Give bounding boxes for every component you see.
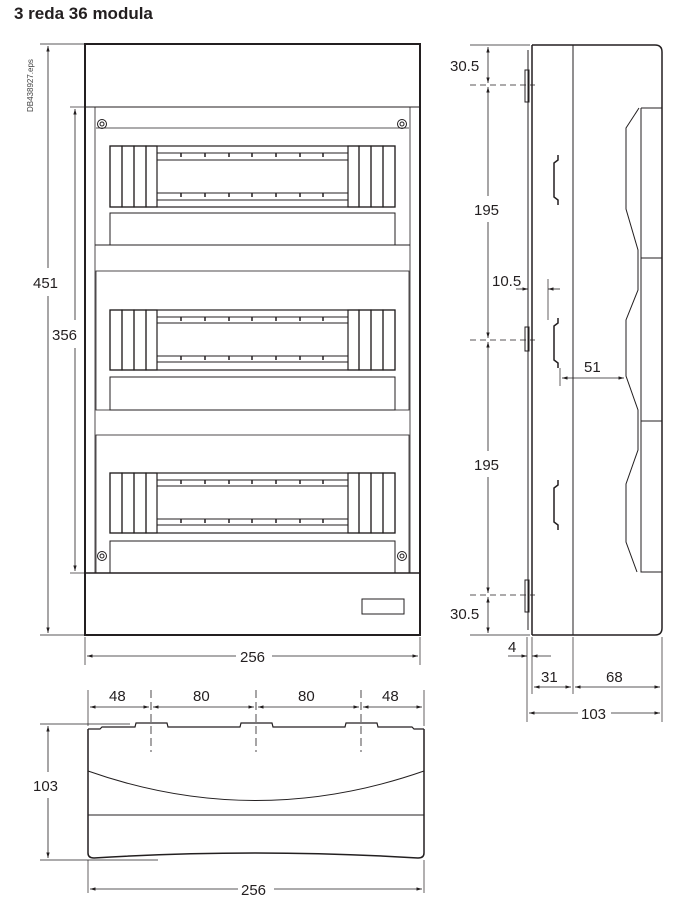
screw-icon xyxy=(97,551,107,561)
din-rail xyxy=(553,318,559,368)
dim-segment-1: 48 xyxy=(109,688,126,705)
dim-inner-height: 356 xyxy=(52,327,77,344)
dim-segment-4: 48 xyxy=(382,688,399,705)
dim-front-depth: 68 xyxy=(606,669,623,686)
dim-back-depth: 31 xyxy=(541,669,558,686)
din-rail xyxy=(553,155,559,205)
module-row xyxy=(109,472,396,574)
dim-rail-spacing-top: 195 xyxy=(474,202,499,219)
dim-rail-depth: 51 xyxy=(584,359,601,376)
front-view xyxy=(40,43,421,665)
screw-icon xyxy=(397,119,407,129)
dim-top-width: 256 xyxy=(241,882,266,899)
dim-top-depth: 103 xyxy=(33,778,58,795)
dim-front-width: 256 xyxy=(240,649,265,666)
dim-top-offset: 30.5 xyxy=(450,58,479,75)
screw-icon xyxy=(397,551,407,561)
dim-segment-3: 80 xyxy=(298,688,315,705)
label-holder xyxy=(361,598,405,615)
top-view xyxy=(40,690,425,893)
screw-icon xyxy=(97,119,107,129)
dim-bottom-offset: 30.5 xyxy=(450,606,479,623)
module-row xyxy=(109,309,396,411)
module-row xyxy=(109,145,396,246)
dim-segment-2: 80 xyxy=(193,688,210,705)
dim-rail-spacing-bottom: 195 xyxy=(474,457,499,474)
dim-total-height: 451 xyxy=(33,275,58,292)
page-title: 3 reda 36 modula xyxy=(14,4,153,23)
dim-side-total-depth: 103 xyxy=(581,706,606,723)
dim-rail-offset: 10.5 xyxy=(492,273,521,290)
side-view xyxy=(470,44,663,722)
din-rail xyxy=(553,480,559,530)
dim-wall-thickness: 4 xyxy=(508,639,516,656)
